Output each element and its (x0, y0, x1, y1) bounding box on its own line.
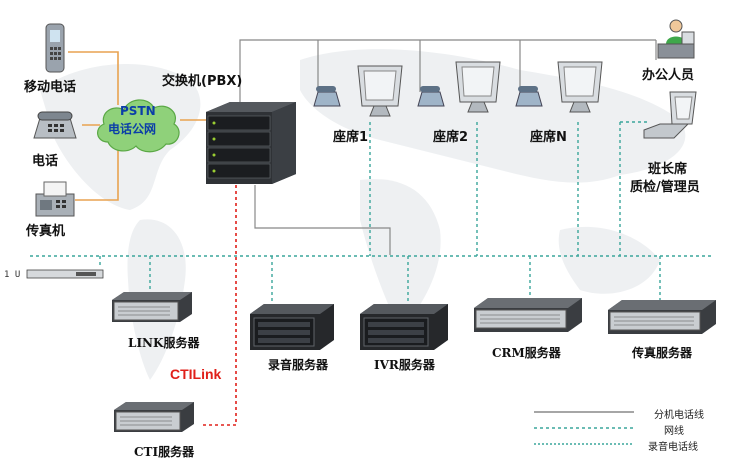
seat2-label: 座席2 (433, 130, 469, 145)
seat1-phone-icon (313, 86, 341, 107)
mobile-phone-icon (45, 23, 65, 73)
legend-lines (534, 411, 634, 445)
legend-recording-label: 录音电话线 (648, 442, 698, 453)
seat2-phone-icon (417, 86, 445, 107)
recording-server-icon (250, 304, 334, 350)
office-staff-label: 办公人员 (642, 68, 695, 83)
pstn-cloud-icon (97, 99, 180, 153)
seatN-label: 座席N (530, 130, 567, 145)
seat2-monitor-icon (455, 61, 501, 113)
crm-server-label: CRM服务器 (492, 346, 561, 360)
fax-label: 传真机 (26, 224, 66, 239)
pstn-network-label: 电话公网 (108, 122, 157, 136)
seat1-monitor-icon (357, 65, 403, 117)
qa-admin-label: 质检/管理员 (630, 180, 700, 195)
fax-server-label: 传真服务器 (632, 346, 693, 360)
pstn-label: PSTN (120, 104, 156, 118)
desk-phone-icon (33, 111, 77, 139)
fax-server-icon (608, 300, 716, 334)
ivr-server-icon (360, 304, 448, 350)
cti-server-icon (114, 402, 194, 432)
office-staff-icon (657, 19, 695, 59)
ctilink-label: CTILink (170, 366, 222, 382)
crm-server-icon (474, 298, 582, 332)
supervisor-computer-icon (643, 91, 697, 139)
pbx-rack-icon (206, 102, 296, 184)
mobile-phone-label: 移动电话 (24, 80, 77, 95)
fax-machine-icon (35, 181, 75, 217)
link-server-label: LINK服务器 (128, 336, 200, 350)
phone-label: 电话 (32, 154, 59, 169)
link-server-icon (112, 292, 192, 322)
legend-network-label: 网线 (664, 426, 684, 437)
cti-server-label: CTI服务器 (134, 445, 195, 459)
seat1-label: 座席1 (333, 130, 369, 145)
rack-unit-label: 1 U (4, 270, 21, 280)
seatN-monitor-icon (557, 61, 603, 113)
recording-server-label: 录音服务器 (268, 358, 329, 372)
pbx-label: 交换机(PBX) (162, 74, 243, 89)
ivr-server-label: IVR服务器 (374, 358, 435, 372)
rack-unit-device-icon (26, 269, 104, 279)
supervisor-label: 班长席 (648, 162, 688, 177)
legend-extension-label: 分机电话线 (654, 410, 704, 421)
seatN-phone-icon (515, 86, 543, 107)
